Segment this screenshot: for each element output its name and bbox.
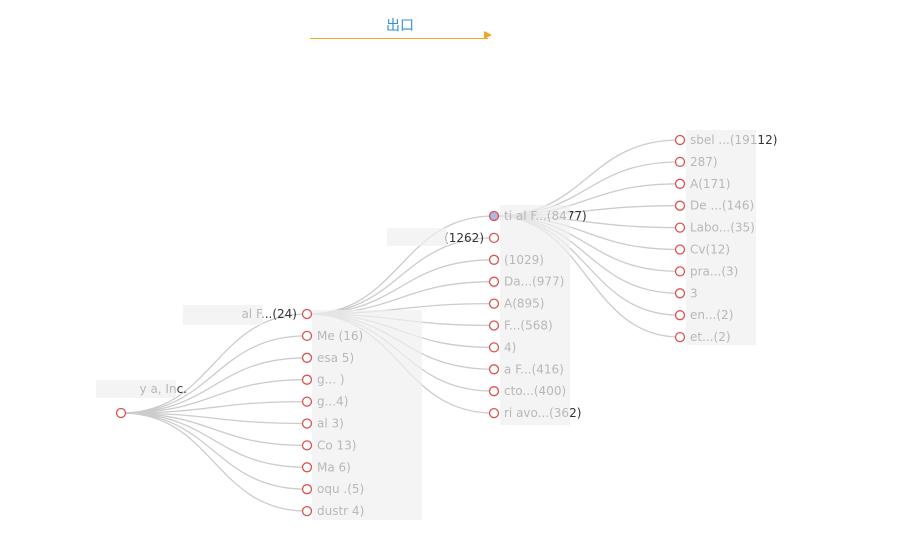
tree-node-level1[interactable]: [301, 440, 313, 451]
tree-node-level1[interactable]: [301, 505, 313, 517]
tree-link: [120, 412, 308, 512]
tree-node-level3[interactable]: [674, 178, 686, 189]
redaction-mask: [183, 305, 263, 325]
tree-node-level2[interactable]: [488, 254, 500, 265]
tree-link: [120, 412, 308, 447]
redaction-mask: [686, 130, 756, 345]
tree-node-level2[interactable]: [488, 232, 500, 244]
tree-link: [120, 412, 308, 490]
redaction-mask: [96, 380, 176, 398]
redaction-mask: [312, 310, 422, 520]
tree-link: [306, 259, 495, 315]
tab-underline: [310, 38, 488, 39]
tab-export[interactable]: 出口: [386, 18, 414, 34]
tree-node-level3[interactable]: [674, 244, 686, 255]
tree-node-root[interactable]: [115, 407, 127, 419]
tree-node-level1[interactable]: [301, 352, 313, 363]
tree-node-level3[interactable]: [674, 134, 686, 146]
tree-node-level3[interactable]: [674, 310, 686, 321]
tree-link: [493, 139, 681, 217]
tree-node-level2[interactable]: [488, 320, 500, 331]
tree-link: [120, 412, 308, 468]
tree-node-level1[interactable]: [301, 374, 313, 385]
redaction-mask: [387, 228, 447, 246]
tree-link: [306, 215, 495, 315]
tree-node-level1[interactable]: [301, 396, 313, 407]
tree-link: [306, 237, 495, 315]
tree-node-level3[interactable]: [674, 156, 686, 168]
tree-link: [120, 313, 308, 414]
tree-node-level1[interactable]: [301, 462, 313, 473]
tree-node-level1[interactable]: [301, 308, 313, 320]
tree-node-level3[interactable]: [674, 222, 686, 233]
tree-link: [120, 400, 308, 414]
redaction-mask: [500, 205, 570, 425]
tree-link: [120, 335, 308, 414]
tree-link: [120, 379, 308, 414]
tree-link: [120, 357, 308, 414]
tree-node-level2[interactable]: [488, 364, 500, 375]
tree-node-level3[interactable]: [674, 266, 686, 277]
tree-node-level3[interactable]: [674, 288, 686, 299]
tab-arrow-icon: [484, 31, 492, 39]
tree-node-level1[interactable]: [301, 418, 313, 429]
tree-node-level2[interactable]: [488, 276, 500, 287]
tree-node-level2[interactable]: [488, 342, 500, 353]
tree-node-level2[interactable]: [488, 407, 500, 419]
tree-node-level2[interactable]: [488, 210, 500, 222]
tree-label-level2: (1262): [444, 231, 484, 245]
tree-link: [120, 412, 308, 425]
tree-node-level3[interactable]: [674, 331, 686, 343]
tree-node-level1[interactable]: [301, 484, 313, 495]
tree-node-level1[interactable]: [301, 330, 313, 342]
tree-node-level2[interactable]: [488, 298, 500, 309]
tree-node-level3[interactable]: [674, 200, 686, 211]
tree-node-level2[interactable]: [488, 386, 500, 397]
